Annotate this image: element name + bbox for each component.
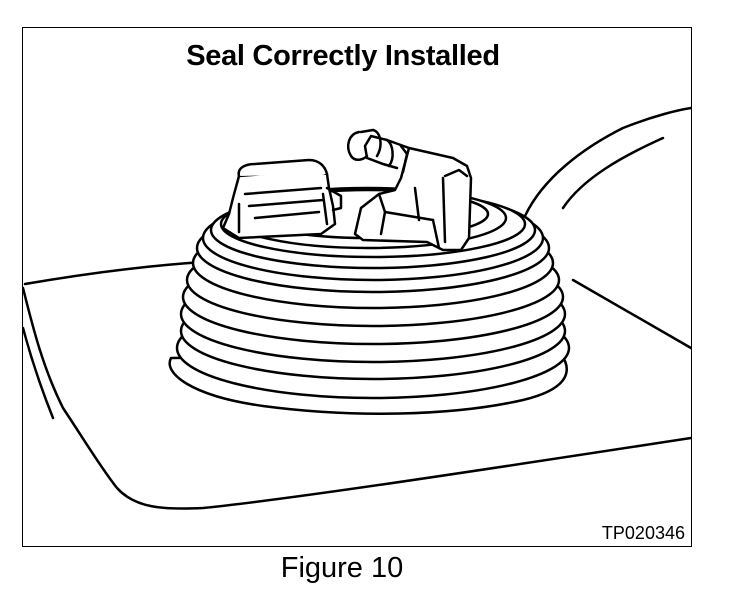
figure-frame: Seal Correctly Installed TP020346 <box>22 27 692 547</box>
figure-caption: Figure 10 <box>280 552 404 584</box>
electrical-connector <box>221 158 343 240</box>
part-code-label: TP020346 <box>601 523 685 543</box>
fuel-outlet-fitting <box>347 128 473 252</box>
fuel-pump-seal-illustration <box>23 106 691 510</box>
figure-heading: Seal Correctly Installed <box>186 40 500 72</box>
